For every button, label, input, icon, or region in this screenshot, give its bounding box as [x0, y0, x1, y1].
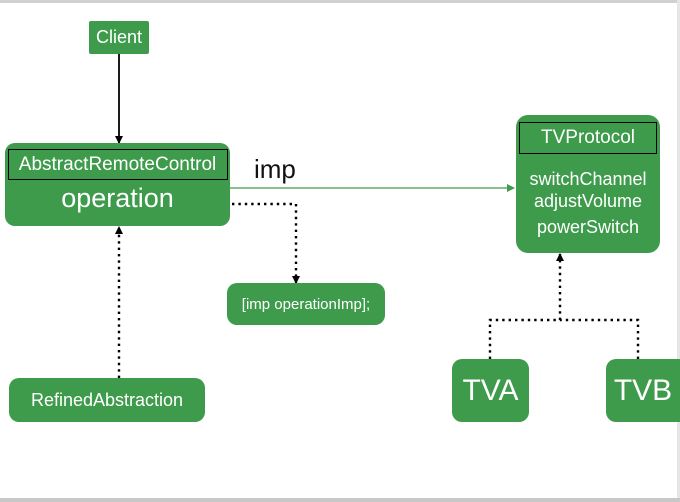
- operation-method: operation: [61, 183, 174, 213]
- client-node: Client: [89, 21, 149, 54]
- tvb-node: TVB: [606, 359, 680, 422]
- tva-node: TVA: [452, 359, 529, 422]
- adjust-volume-method: adjustVolume: [533, 191, 643, 211]
- edge-operation-to-imp-call: [200, 202, 300, 284]
- tv-protocol-node: TVProtocol switchChannel adjustVolume po…: [516, 115, 660, 253]
- refined-abstraction-node: RefinedAbstraction: [9, 378, 205, 422]
- edge-tvb-to-protocol: [560, 318, 640, 359]
- edge-tva-to-protocol: [488, 318, 560, 359]
- tv-protocol-title: TVProtocol: [519, 122, 657, 154]
- window-top-border: [0, 0, 680, 3]
- window-right-border: [677, 0, 680, 502]
- imp-edge-label: imp: [254, 154, 296, 184]
- window-bottom-border: [0, 498, 680, 502]
- imp-call-node: [imp operationImp];: [227, 283, 385, 325]
- abstract-remote-control-title: AbstractRemoteControl: [7, 149, 228, 180]
- power-switch-method: powerSwitch: [536, 217, 640, 237]
- switch-channel-method: switchChannel: [529, 169, 647, 189]
- abstract-remote-control-node: AbstractRemoteControl operation: [5, 143, 230, 226]
